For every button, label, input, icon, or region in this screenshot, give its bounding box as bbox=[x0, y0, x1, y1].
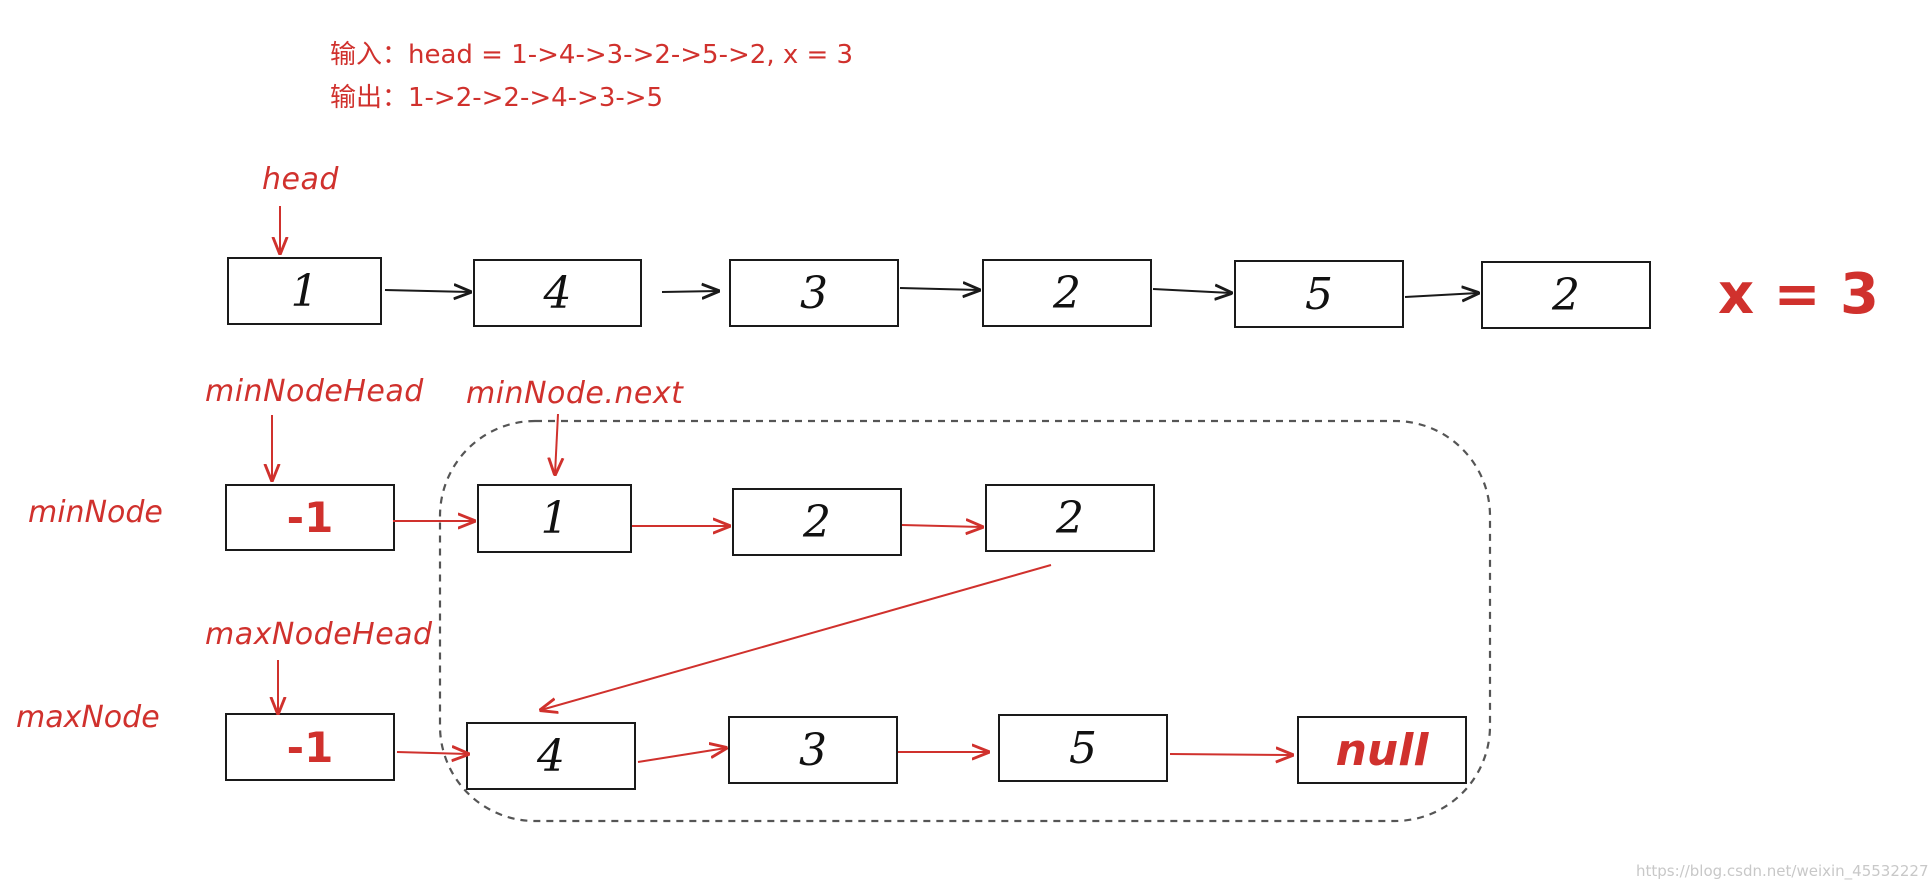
max-list-node: 5 bbox=[998, 714, 1168, 782]
min-node-row-label: minNode bbox=[28, 495, 163, 530]
node-value: 2 bbox=[1056, 492, 1084, 544]
original-list-node: 2 bbox=[982, 259, 1152, 327]
max-list-null-node: null bbox=[1297, 716, 1467, 784]
node-value: -1 bbox=[286, 493, 334, 542]
node-value: 1 bbox=[290, 265, 319, 317]
original-list-node: 4 bbox=[473, 259, 642, 327]
min-node-next-pointer-arrow bbox=[555, 413, 558, 474]
original-list-node: 3 bbox=[729, 259, 899, 327]
node-value: null bbox=[1335, 724, 1429, 776]
min-node-head-pointer-label: minNodeHead bbox=[205, 374, 424, 409]
node-value: 4 bbox=[537, 730, 565, 782]
original-list-node: 5 bbox=[1234, 260, 1404, 328]
original-list-node: 1 bbox=[227, 257, 382, 325]
max-link-arrow bbox=[1169, 754, 1292, 755]
head-pointer-label: head bbox=[262, 162, 339, 197]
min-list-node: 2 bbox=[732, 488, 902, 556]
problem-input-line: 输入：head = 1->4->3->2->5->2, x = 3 bbox=[330, 40, 854, 70]
min-node-next-pointer-label: minNode.next bbox=[466, 376, 684, 411]
min-list-node: 1 bbox=[477, 484, 632, 553]
original-link-arrow bbox=[1404, 293, 1478, 297]
max-node-head-pointer-label: maxNodeHead bbox=[205, 617, 433, 652]
max-node-row-label: maxNode bbox=[16, 700, 160, 735]
node-value: 4 bbox=[543, 267, 572, 319]
node-value: 2 bbox=[803, 496, 831, 548]
min-list-sentinel-node: -1 bbox=[225, 484, 395, 551]
x-value-label: x = 3 bbox=[1718, 262, 1879, 327]
original-link-arrow bbox=[899, 288, 979, 290]
min-link-arrow bbox=[901, 525, 982, 527]
min-list-node: 2 bbox=[985, 484, 1155, 552]
original-link-arrow bbox=[384, 290, 470, 292]
max-link-arrow bbox=[637, 748, 726, 763]
original-list-node: 2 bbox=[1481, 261, 1651, 329]
max-list-sentinel-node: -1 bbox=[225, 713, 395, 781]
node-value: 1 bbox=[540, 493, 569, 544]
node-value: 5 bbox=[1069, 722, 1097, 774]
original-link-arrow bbox=[1152, 289, 1231, 293]
node-value: 2 bbox=[1053, 267, 1081, 319]
problem-output-line: 输出：1->2->2->4->3->5 bbox=[330, 83, 664, 113]
node-value: 2 bbox=[1552, 269, 1580, 321]
node-value: -1 bbox=[286, 722, 334, 772]
min-to-max-connect-arrow bbox=[541, 564, 1052, 710]
max-link-arrow bbox=[396, 752, 468, 754]
original-link-arrow bbox=[661, 291, 718, 292]
node-value: 3 bbox=[799, 724, 827, 776]
node-value: 3 bbox=[800, 267, 828, 319]
node-value: 5 bbox=[1305, 268, 1333, 320]
grouped-region-dashed-outline bbox=[438, 419, 1492, 823]
watermark: https://blog.csdn.net/weixin_45532227 bbox=[1636, 862, 1929, 880]
